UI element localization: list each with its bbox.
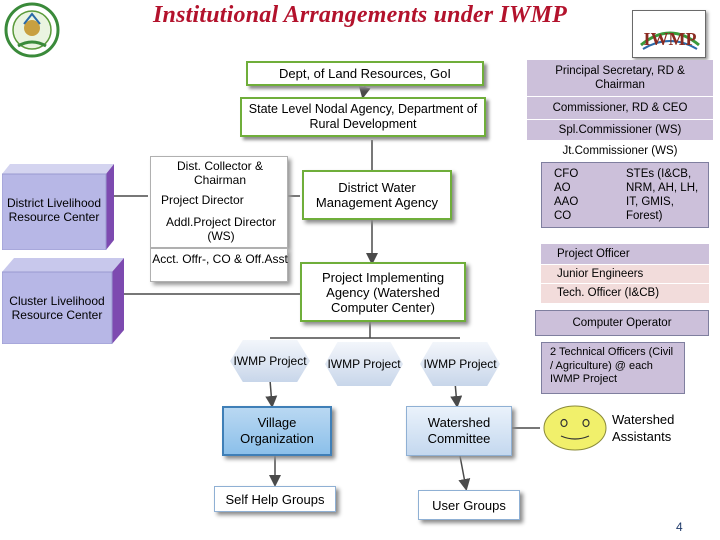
smiley-icon bbox=[542, 404, 608, 452]
village-organization-label: Village Organization bbox=[240, 415, 314, 446]
technical-officers-box: 2 Technical Officers (Civil / Agricultur… bbox=[541, 342, 685, 394]
officers-left-label: CFO AO AAO CO bbox=[554, 168, 579, 222]
commissioner-label: Commissioner, RD & CEO bbox=[552, 101, 688, 114]
spl-commissioner-label: Spl.Commissioner (WS) bbox=[558, 123, 682, 136]
dwma-box: District Water Management Agency bbox=[302, 170, 452, 220]
spl-commissioner-box: Spl.Commissioner (WS) bbox=[527, 120, 713, 140]
watershed-committee-label: Watershed Committee bbox=[427, 415, 491, 446]
iwmp-project-1: IWMP Project bbox=[230, 340, 310, 382]
slna-label: State Level Nodal Agency, Department of … bbox=[248, 102, 478, 131]
technical-officers-label: 2 Technical Officers (Civil / Agricultur… bbox=[550, 346, 674, 385]
dlrc-label: District Livelihood Resource Center bbox=[6, 196, 102, 224]
user-groups-label: User Groups bbox=[432, 497, 506, 513]
page-title: Institutional Arrangements under IWMP bbox=[153, 2, 567, 28]
dolr-box: Dept, of Land Resources, GoI bbox=[246, 61, 484, 86]
state-emblem-logo bbox=[4, 2, 60, 60]
jt-commissioner-box: Jt.Commissioner (WS) bbox=[527, 141, 713, 161]
pia-box: Project Implementing Agency (Watershed C… bbox=[300, 262, 466, 322]
clrc-label: Cluster Livelihood Resource Center bbox=[9, 294, 105, 322]
jt-commissioner-label: Jt.Commissioner (WS) bbox=[562, 144, 678, 157]
connector-dolr-slna bbox=[358, 85, 371, 99]
dwma-label: District Water Management Agency bbox=[315, 180, 439, 210]
pia-label: Project Implementing Agency (Watershed C… bbox=[321, 269, 445, 315]
watershed-assistants-label: Watershed Assistants bbox=[612, 412, 675, 444]
page-number: 4 bbox=[676, 520, 683, 534]
connector-wc-ug bbox=[458, 455, 471, 491]
junior-engineers-label: Junior Engineers bbox=[557, 267, 644, 280]
principal-secretary-box: Principal Secretary, RD & Chairman bbox=[527, 60, 713, 96]
user-groups-box: User Groups bbox=[418, 490, 520, 520]
commissioner-box: Commissioner, RD & CEO bbox=[527, 97, 713, 119]
slna-box: State Level Nodal Agency, Department of … bbox=[240, 97, 486, 137]
iwmp-project-3-label: IWMP Project bbox=[423, 357, 497, 371]
iwmp-project-1-label: IWMP Project bbox=[233, 354, 307, 368]
iwmp-logo: IWMP bbox=[632, 10, 706, 58]
addl-pd-label: Addl.Project Director (WS) bbox=[165, 215, 277, 243]
tech-officer-box: Tech. Officer (I&CB) bbox=[541, 283, 709, 303]
principal-secretary-label: Principal Secretary, RD & Chairman bbox=[555, 65, 685, 91]
officers-right-label: STEs (I&CB, NRM, AH, LH, IT, GMIS, Fores… bbox=[626, 168, 699, 222]
dlrc-cube: District Livelihood Resource Center bbox=[1, 164, 114, 251]
watershed-committee-box: Watershed Committee bbox=[406, 406, 512, 456]
computer-operator-label: Computer Operator bbox=[572, 316, 672, 329]
district-panel: Dist. Collector & Chairman Project Direc… bbox=[150, 156, 288, 248]
iwmp-logo-text: IWMP bbox=[643, 29, 697, 49]
acct-panel: Acct. Offr-, CO & Off.Asst bbox=[150, 248, 288, 282]
iwmp-project-2: IWMP Project bbox=[325, 342, 403, 386]
project-officer-label: Project Officer bbox=[557, 247, 630, 260]
computer-operator-box: Computer Operator bbox=[535, 310, 709, 336]
iwmp-project-2-label: IWMP Project bbox=[327, 357, 401, 371]
acct-label: Acct. Offr-, CO & Off.Asst bbox=[152, 252, 288, 266]
shg-box: Self Help Groups bbox=[214, 486, 336, 512]
officers-box: CFO AO AAO CO STEs (I&CB, NRM, AH, LH, I… bbox=[541, 162, 709, 228]
shg-label: Self Help Groups bbox=[225, 491, 325, 507]
clrc-cube: Cluster Livelihood Resource Center bbox=[1, 258, 124, 345]
project-officer-box: Project Officer bbox=[541, 244, 709, 264]
connector-iwmp-vo bbox=[265, 379, 278, 408]
dolr-label: Dept, of Land Resources, GoI bbox=[279, 66, 451, 81]
village-organization-box: Village Organization bbox=[222, 406, 332, 456]
iwmp-project-3: IWMP Project bbox=[420, 342, 500, 386]
collector-label: Dist. Collector & Chairman bbox=[176, 159, 264, 187]
junior-engineers-box: Junior Engineers bbox=[541, 264, 709, 283]
project-director-label: Project Director bbox=[161, 193, 244, 207]
tech-officer-label: Tech. Officer (I&CB) bbox=[557, 287, 660, 299]
